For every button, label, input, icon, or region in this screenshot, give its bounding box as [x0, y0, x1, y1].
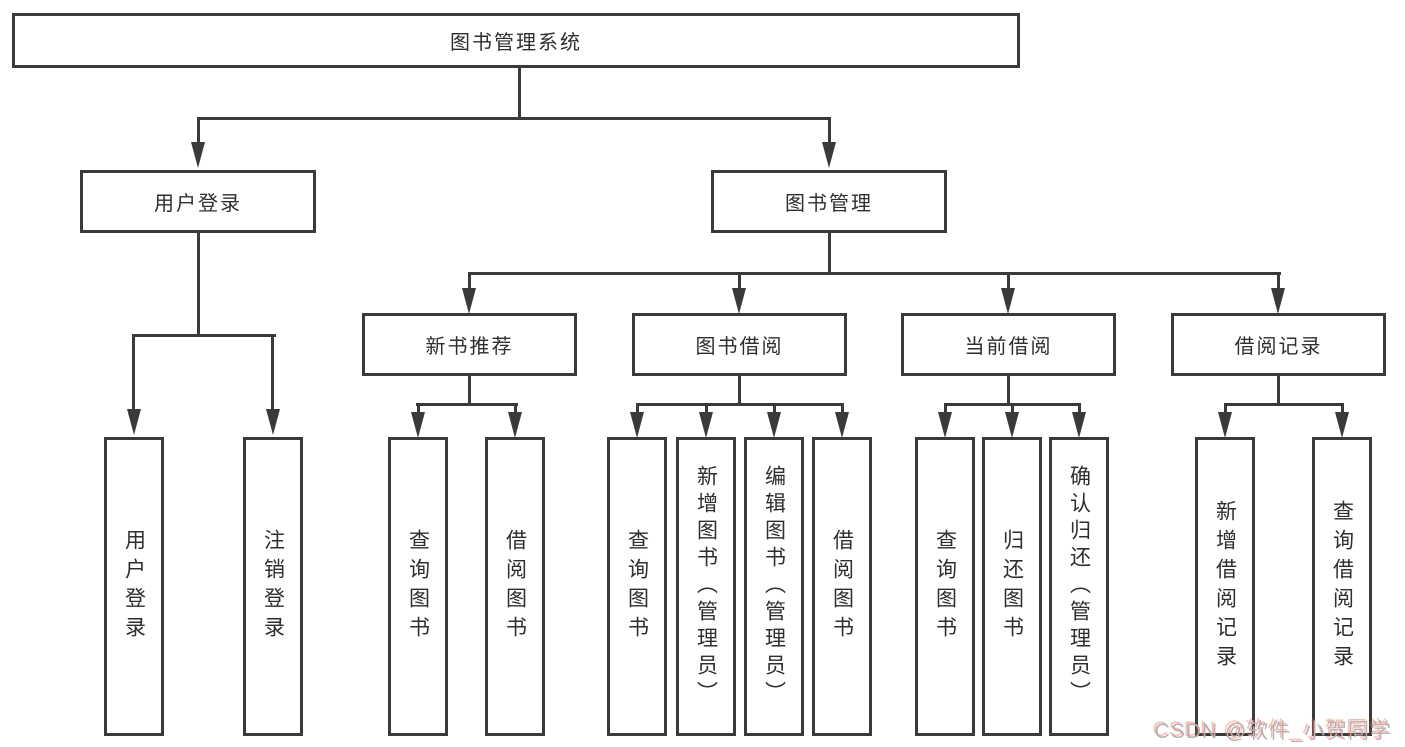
node-book-management: 图书管理 [711, 170, 947, 233]
arrowhead [1072, 412, 1086, 438]
arrowhead [732, 288, 746, 314]
leaf-query-borrow-record: 查询借阅记录 [1312, 437, 1372, 736]
leaf-borrow-book: 借阅图书 [812, 437, 872, 736]
connector-line [197, 117, 200, 145]
arrowhead [508, 412, 522, 438]
leaf-query-book-current: 查询图书 [915, 437, 975, 736]
arrowhead [266, 409, 280, 435]
connector-line [1224, 403, 1227, 415]
leaf-logout-label: 注销登录 [261, 528, 285, 645]
arrowhead [938, 412, 952, 438]
leaf-borrow-book-recommend-label: 借阅图书 [503, 528, 527, 645]
csdn-watermark: CSDN @软件_小贺同学 [1154, 720, 1392, 743]
connector-line [132, 334, 135, 411]
leaf-confirm-return-admin-label: 确认归还（管理员） [1067, 465, 1091, 708]
leaf-query-book-current-label: 查询图书 [933, 528, 957, 645]
connector-line [1078, 403, 1081, 415]
connector-line [636, 403, 639, 415]
leaf-query-borrow-record-label: 查询借阅记录 [1330, 499, 1354, 674]
leaf-borrow-book-recommend: 借阅图书 [485, 437, 545, 736]
leaf-return-book-label: 归还图书 [1000, 528, 1024, 645]
arrowhead [767, 412, 781, 438]
leaf-add-borrow-record-label: 新增借阅记录 [1213, 499, 1237, 674]
connector-line [468, 272, 1281, 275]
node-borrow-record: 借阅记录 [1171, 313, 1386, 376]
connector-line [197, 233, 200, 337]
connector-line [1007, 272, 1010, 290]
leaf-logout: 注销登录 [243, 437, 303, 736]
connector-line [1007, 376, 1010, 406]
node-new-book-recommend: 新书推荐 [362, 313, 577, 376]
connector-line [705, 403, 708, 415]
node-book-borrow: 图书借阅 [632, 313, 847, 376]
connector-line [1277, 272, 1280, 290]
arrowhead [1005, 412, 1019, 438]
node-user-login-label: 用户登录 [154, 193, 242, 215]
leaf-confirm-return-admin: 确认归还（管理员） [1049, 437, 1109, 736]
node-new-book-recommend-label: 新书推荐 [425, 336, 514, 358]
arrowhead [1001, 288, 1015, 314]
connector-line [416, 403, 518, 406]
node-root-label: 图书管理系统 [450, 32, 582, 54]
node-borrow-record-label: 借阅记录 [1234, 336, 1323, 358]
connector-line [738, 272, 741, 290]
node-book-management-label: 图书管理 [785, 193, 873, 215]
arrowhead [1335, 412, 1349, 438]
connector-line [518, 68, 521, 118]
arrowhead [127, 409, 141, 435]
leaf-query-book-label: 查询图书 [625, 528, 649, 645]
connector-line [1224, 403, 1344, 406]
arrowhead [835, 412, 849, 438]
leaf-user-login-label: 用户登录 [122, 528, 146, 645]
connector-line [944, 403, 947, 415]
connector-line [828, 233, 831, 275]
connector-line [636, 403, 844, 406]
leaf-add-book-admin-label: 新增图书（管理员） [694, 465, 718, 708]
leaf-query-book-recommend-label: 查询图书 [406, 528, 430, 645]
arrowhead [1271, 288, 1285, 314]
connector-line [828, 117, 831, 145]
node-root: 图书管理系统 [12, 13, 1020, 68]
connector-line [468, 272, 471, 290]
node-current-borrow: 当前借阅 [901, 313, 1116, 376]
arrowhead [462, 288, 476, 314]
connector-line [271, 334, 274, 411]
node-user-login: 用户登录 [80, 170, 316, 233]
arrowhead [699, 412, 713, 438]
leaf-edit-book-admin-label: 编辑图书（管理员） [762, 465, 786, 708]
node-book-borrow-label: 图书借阅 [695, 336, 784, 358]
arrowhead [822, 142, 836, 168]
connector-line [132, 334, 276, 337]
connector-line [514, 403, 517, 415]
node-current-borrow-label: 当前借阅 [964, 336, 1053, 358]
leaf-user-login: 用户登录 [104, 437, 164, 736]
leaf-add-book-admin: 新增图书（管理员） [676, 437, 736, 736]
leaf-borrow-book-label: 借阅图书 [830, 528, 854, 645]
connector-line [468, 376, 471, 406]
leaf-return-book: 归还图书 [982, 437, 1042, 736]
leaf-add-borrow-record: 新增借阅记录 [1195, 437, 1255, 736]
connector-line [1011, 403, 1014, 415]
connector-line [738, 376, 741, 406]
leaf-query-book-recommend: 查询图书 [388, 437, 448, 736]
arrowhead [630, 412, 644, 438]
connector-line [773, 403, 776, 415]
connector-line [417, 403, 420, 415]
arrowhead [1218, 412, 1232, 438]
connector-line [841, 403, 844, 415]
arrowhead [191, 142, 205, 168]
arrowhead [411, 412, 425, 438]
leaf-query-book: 查询图书 [607, 437, 667, 736]
leaf-edit-book-admin: 编辑图书（管理员） [744, 437, 804, 736]
connector-line [197, 117, 831, 120]
connector-line [1341, 403, 1344, 415]
connector-line [1277, 376, 1280, 406]
